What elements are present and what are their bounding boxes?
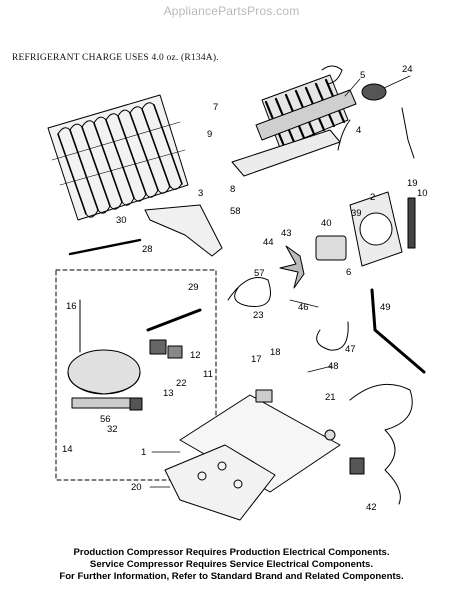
filter-drier — [146, 308, 202, 332]
callout-40: 40 — [321, 218, 332, 229]
condenser-coil — [47, 94, 189, 221]
watermark: AppliancePartsPros.com — [163, 4, 300, 18]
wire-harness — [349, 383, 413, 505]
callout-30: 30 — [116, 215, 127, 226]
callout-58: 58 — [230, 206, 241, 217]
thermostat-knob — [361, 83, 387, 101]
capacitor — [129, 397, 143, 411]
callout-47: 47 — [345, 344, 356, 355]
fan-shroud — [349, 191, 403, 267]
footer-line-2: Service Compressor Requires Service Elec… — [89, 559, 374, 570]
callout-10: 10 — [417, 188, 428, 199]
evaporator-assembly — [255, 65, 357, 149]
footer-line-1: Production Compressor Requires Productio… — [73, 547, 390, 558]
compressor-group-box — [55, 269, 217, 481]
callout-21: 21 — [325, 392, 336, 403]
base-plates — [164, 394, 341, 521]
callout-49: 49 — [380, 302, 391, 313]
overload — [167, 345, 183, 359]
callout-5: 5 — [360, 70, 365, 81]
callout-39: 39 — [351, 208, 362, 219]
tube-loop — [316, 321, 349, 351]
refrigerant-charge-note: REFRIGERANT CHARGE USES 4.0 oz. (R134A). — [12, 53, 219, 63]
callout-11: 11 — [203, 369, 213, 380]
callout-42: 42 — [366, 502, 377, 513]
power-cord — [68, 238, 142, 256]
callout-24: 24 — [402, 64, 413, 75]
footer-line-3: For Further Information, Refer to Standa… — [59, 571, 404, 582]
callout-8: 8 — [230, 184, 235, 195]
thermostat-capillary — [401, 107, 415, 159]
callout-16: 16 — [66, 301, 77, 312]
callout-2: 2 — [370, 192, 375, 203]
callout-1: 1 — [141, 447, 146, 458]
tube-part-4 — [337, 119, 351, 151]
callout-13: 13 — [163, 388, 174, 399]
callout-28: 28 — [142, 244, 153, 255]
compressor — [67, 299, 141, 409]
callout-48: 48 — [328, 361, 339, 372]
drain-tube — [370, 288, 426, 374]
foot-21 — [324, 429, 336, 441]
roller — [255, 389, 273, 403]
harness-connector — [349, 457, 365, 475]
callout-7: 7 — [213, 102, 218, 113]
callout-22: 22 — [176, 378, 187, 389]
trim-strip — [407, 197, 416, 249]
callout-18: 18 — [270, 347, 281, 358]
callout-17: 17 — [251, 354, 262, 365]
callout-23: 23 — [253, 310, 264, 321]
callout-19: 19 — [407, 178, 418, 189]
air-duct — [144, 204, 223, 257]
callout-3: 3 — [198, 188, 203, 199]
callout-57: 57 — [254, 268, 265, 279]
callout-32: 32 — [107, 424, 118, 435]
callout-4: 4 — [356, 125, 361, 136]
callout-14: 14 — [62, 444, 73, 455]
relay — [149, 339, 167, 355]
callout-46: 46 — [298, 302, 309, 313]
fan-motor — [279, 235, 347, 289]
callout-12: 12 — [190, 350, 201, 361]
callout-6: 6 — [346, 267, 351, 278]
callout-43: 43 — [281, 228, 292, 239]
callout-44: 44 — [263, 237, 274, 248]
callout-29: 29 — [188, 282, 199, 293]
callout-9: 9 — [207, 129, 212, 140]
tubing-coil — [227, 277, 271, 307]
callout-20: 20 — [131, 482, 142, 493]
callout-56: 56 — [100, 414, 111, 425]
